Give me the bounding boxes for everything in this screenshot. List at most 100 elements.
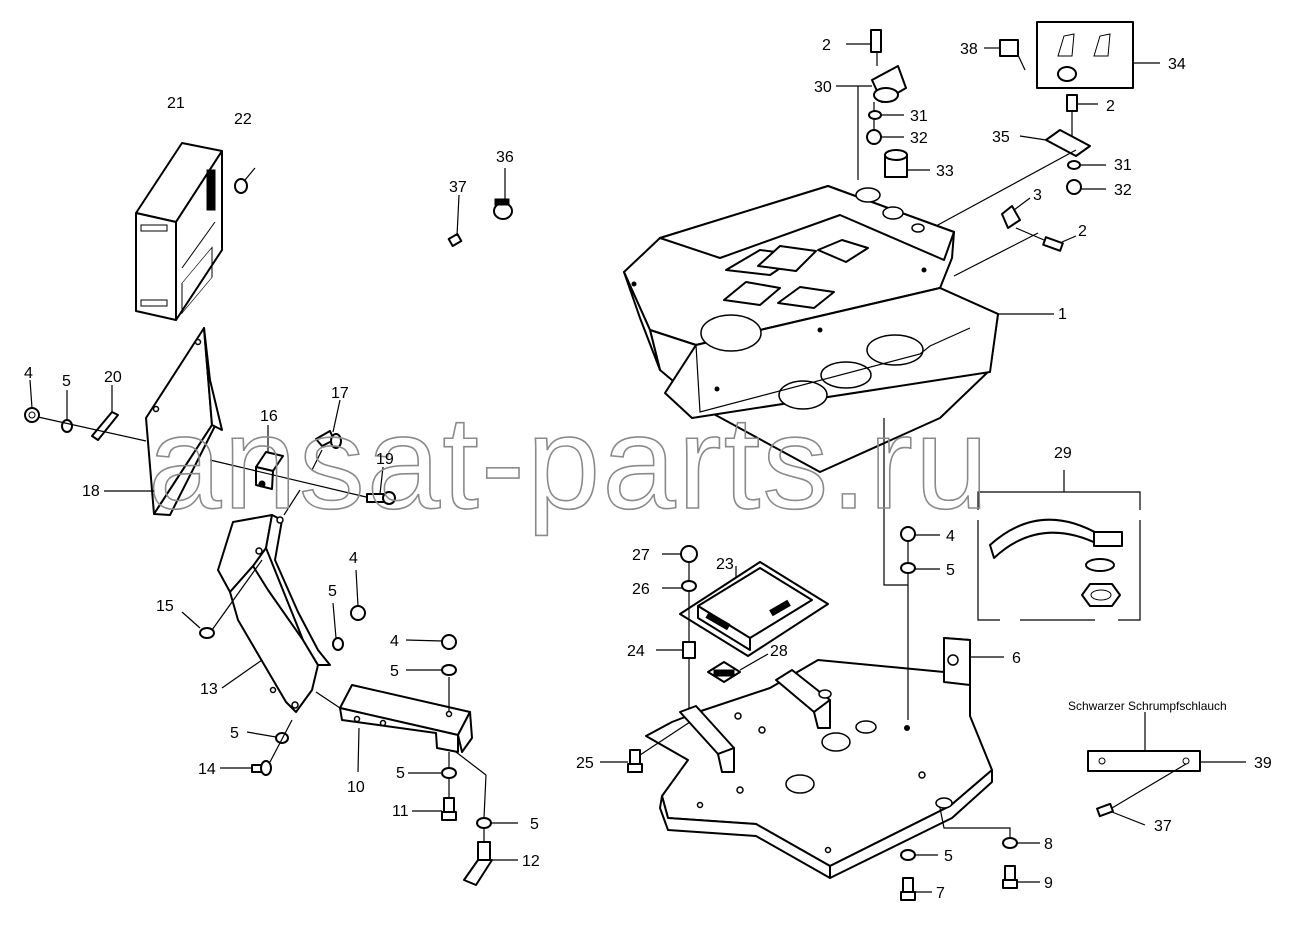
label-26: 26 [632,581,650,598]
label-20: 20 [104,369,122,386]
screw-37-bottom [1096,802,1146,826]
label-22: 22 [234,111,252,128]
screw-37-top [447,194,463,247]
label-30: 30 [814,79,832,96]
label-5-13: 5 [328,583,337,600]
label-10: 10 [347,779,365,796]
label-39: 39 [1254,755,1272,772]
plate-13 [217,489,331,713]
clamp-36 [493,168,513,220]
shrink-tube-39 [1087,712,1246,809]
bracket-35 [935,129,1091,227]
bolt-7 [900,877,932,901]
panel-34 [1036,21,1160,89]
label-7: 7 [936,885,945,902]
label-5-bottom: 5 [944,848,953,865]
label-6: 6 [1012,650,1021,667]
washer-8 [939,807,1040,849]
label-17: 17 [331,385,349,402]
label-5-14: 5 [230,725,239,742]
screw-11 [412,779,457,821]
display-unit-21 [135,142,223,321]
nut-4-left [24,379,40,423]
label-4-10: 4 [390,633,399,650]
label-27: 27 [632,547,650,564]
washer-5-left [61,390,73,433]
label-5-10a: 5 [390,663,399,680]
label-24: 24 [627,643,645,660]
arm-10 [315,684,473,773]
label-8: 8 [1044,836,1053,853]
bolt-9 [1002,865,1040,889]
label-13: 13 [200,681,218,698]
washer-5-bottom [900,849,938,861]
bracket-18 [145,327,223,516]
clip-20 [91,385,119,441]
label-12: 12 [522,853,540,870]
label-2-top: 2 [822,37,831,54]
label-19: 19 [376,451,394,468]
label-2-clip: 2 [1078,223,1087,240]
label-32-right: 32 [1114,182,1132,199]
screw-19 [209,459,396,505]
sensor-28 [707,653,769,683]
label-4-13: 4 [349,550,358,567]
control-board-23 [679,561,829,657]
label-31-right: 31 [1114,157,1132,174]
label-37-top: 37 [449,179,467,196]
label-3: 3 [1033,187,1042,204]
washer-5-13 [332,602,344,651]
label-38: 38 [960,41,978,58]
label-21: 21 [167,95,185,112]
screw-2-clip [1015,227,1077,252]
knob-33 [884,149,930,178]
label-34: 34 [1168,56,1186,73]
part-labels: 21 22 36 37 4 5 20 17 16 19 18 15 4 5 4 … [24,37,1272,902]
label-18: 18 [82,483,100,500]
console-1 [623,185,1054,473]
label-23: 23 [716,556,734,573]
label-11: 11 [392,803,409,820]
screw-2-right [1066,94,1098,140]
washer-31-top [868,110,904,120]
label-5-12: 5 [530,816,539,833]
label-9: 9 [1044,875,1053,892]
plug-22 [234,167,256,194]
label-1: 1 [1058,306,1067,323]
shrink-tube-note: Schwarzer Schrumpfschlauch [1068,699,1227,713]
detail-box-29 [977,470,1141,621]
clip-3 [1001,197,1031,229]
key-38 [984,39,1026,71]
label-28: 28 [770,643,788,660]
label-5-left: 5 [62,373,71,390]
switch-30 [836,29,907,180]
label-4-center: 4 [946,528,955,545]
bolt-14 [220,719,293,776]
label-4-left: 4 [24,365,33,382]
base-plate-6 [645,637,1004,879]
nut-4-13 [350,569,366,621]
label-36: 36 [496,149,514,166]
label-16: 16 [260,408,278,425]
wing-bolt-12 [463,828,518,886]
label-25: 25 [576,755,594,772]
label-37-bottom: 37 [1154,818,1172,835]
washer-5-10 [408,752,457,779]
washer-5-14 [246,731,289,744]
watermark-text: ansat-parts.ru [148,389,990,536]
label-35: 35 [992,129,1010,146]
label-32-top: 32 [910,130,928,147]
nut-4-10 [405,634,457,712]
label-29: 29 [1054,445,1072,462]
wing-bolt-17 [311,399,342,471]
washer-5-center [900,541,940,720]
nut-27 [662,545,698,563]
washer-31-right [1067,160,1106,170]
label-2-right: 2 [1106,98,1115,115]
label-33: 33 [936,163,954,180]
label-5-center: 5 [946,562,955,579]
nut-32-top [866,129,904,145]
screw-25 [600,721,691,773]
nut-32-right [1066,179,1106,195]
